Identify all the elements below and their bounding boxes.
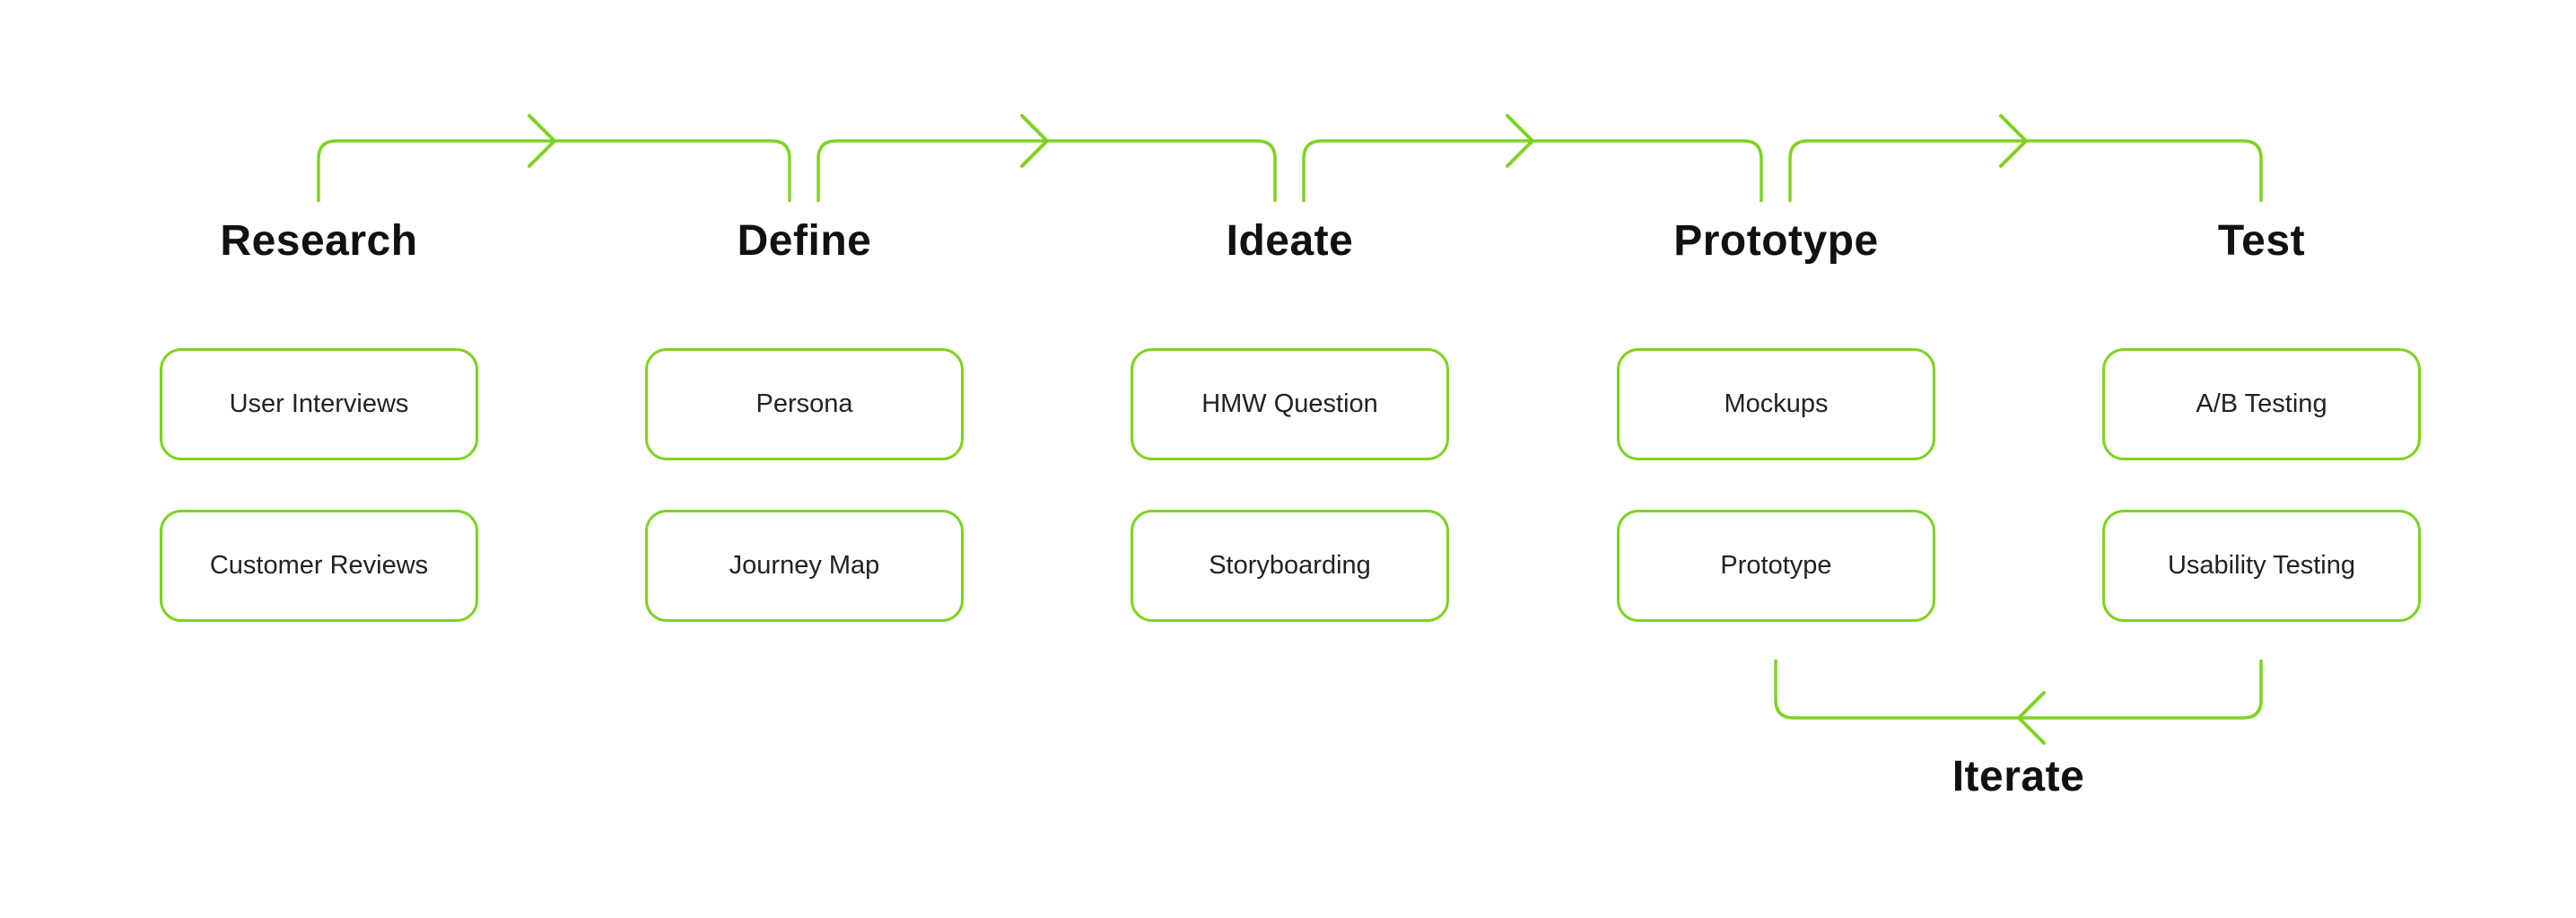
method-card-label: Customer Reviews (209, 551, 429, 580)
stage-title: Test (2217, 217, 2306, 265)
method-card-label: Mockups (1724, 389, 1829, 418)
method-card: Usability Testing (2102, 510, 2421, 622)
method-card-label: Usability Testing (2167, 551, 2355, 580)
arrow-right-icon (1506, 114, 1534, 168)
method-card-label: Journey Map (729, 551, 880, 580)
method-card-label: HMW Question (1201, 389, 1378, 418)
method-card-label: Storyboarding (1209, 551, 1371, 580)
stage-column-research: Research User Interviews Customer Review… (160, 0, 478, 918)
stage-column-define: Define Persona Journey Map (645, 0, 964, 918)
stage-column-ideate: Ideate HMW Question Storyboarding (1131, 0, 1449, 918)
method-card: A/B Testing (2102, 348, 2421, 460)
stage-title: Research (220, 217, 418, 265)
stage-column-prototype: Prototype Mockups Prototype (1617, 0, 1935, 918)
method-card: User Interviews (160, 348, 478, 460)
arrow-right-icon (1020, 114, 1049, 168)
method-card: Mockups (1617, 348, 1935, 460)
stage-title: Prototype (1673, 217, 1879, 265)
arrow-right-icon (528, 114, 556, 168)
stage-title: Define (737, 217, 872, 265)
method-card: HMW Question (1131, 348, 1449, 460)
method-card: Customer Reviews (160, 510, 478, 622)
stage-column-test: Test A/B Testing Usability Testing (2102, 0, 2421, 918)
method-card-label: Prototype (1720, 551, 1832, 580)
method-card: Prototype (1617, 510, 1935, 622)
method-card-label: User Interviews (229, 389, 409, 418)
method-card-label: Persona (755, 389, 853, 418)
method-card: Journey Map (645, 510, 964, 622)
stage-title: Ideate (1226, 217, 1354, 265)
arrow-right-icon (1999, 114, 2028, 168)
arrow-left-icon (2017, 691, 2046, 745)
method-card-label: A/B Testing (2196, 389, 2327, 418)
iterate-label: Iterate (1952, 753, 2085, 800)
method-card: Storyboarding (1131, 510, 1449, 622)
method-card: Persona (645, 348, 964, 460)
